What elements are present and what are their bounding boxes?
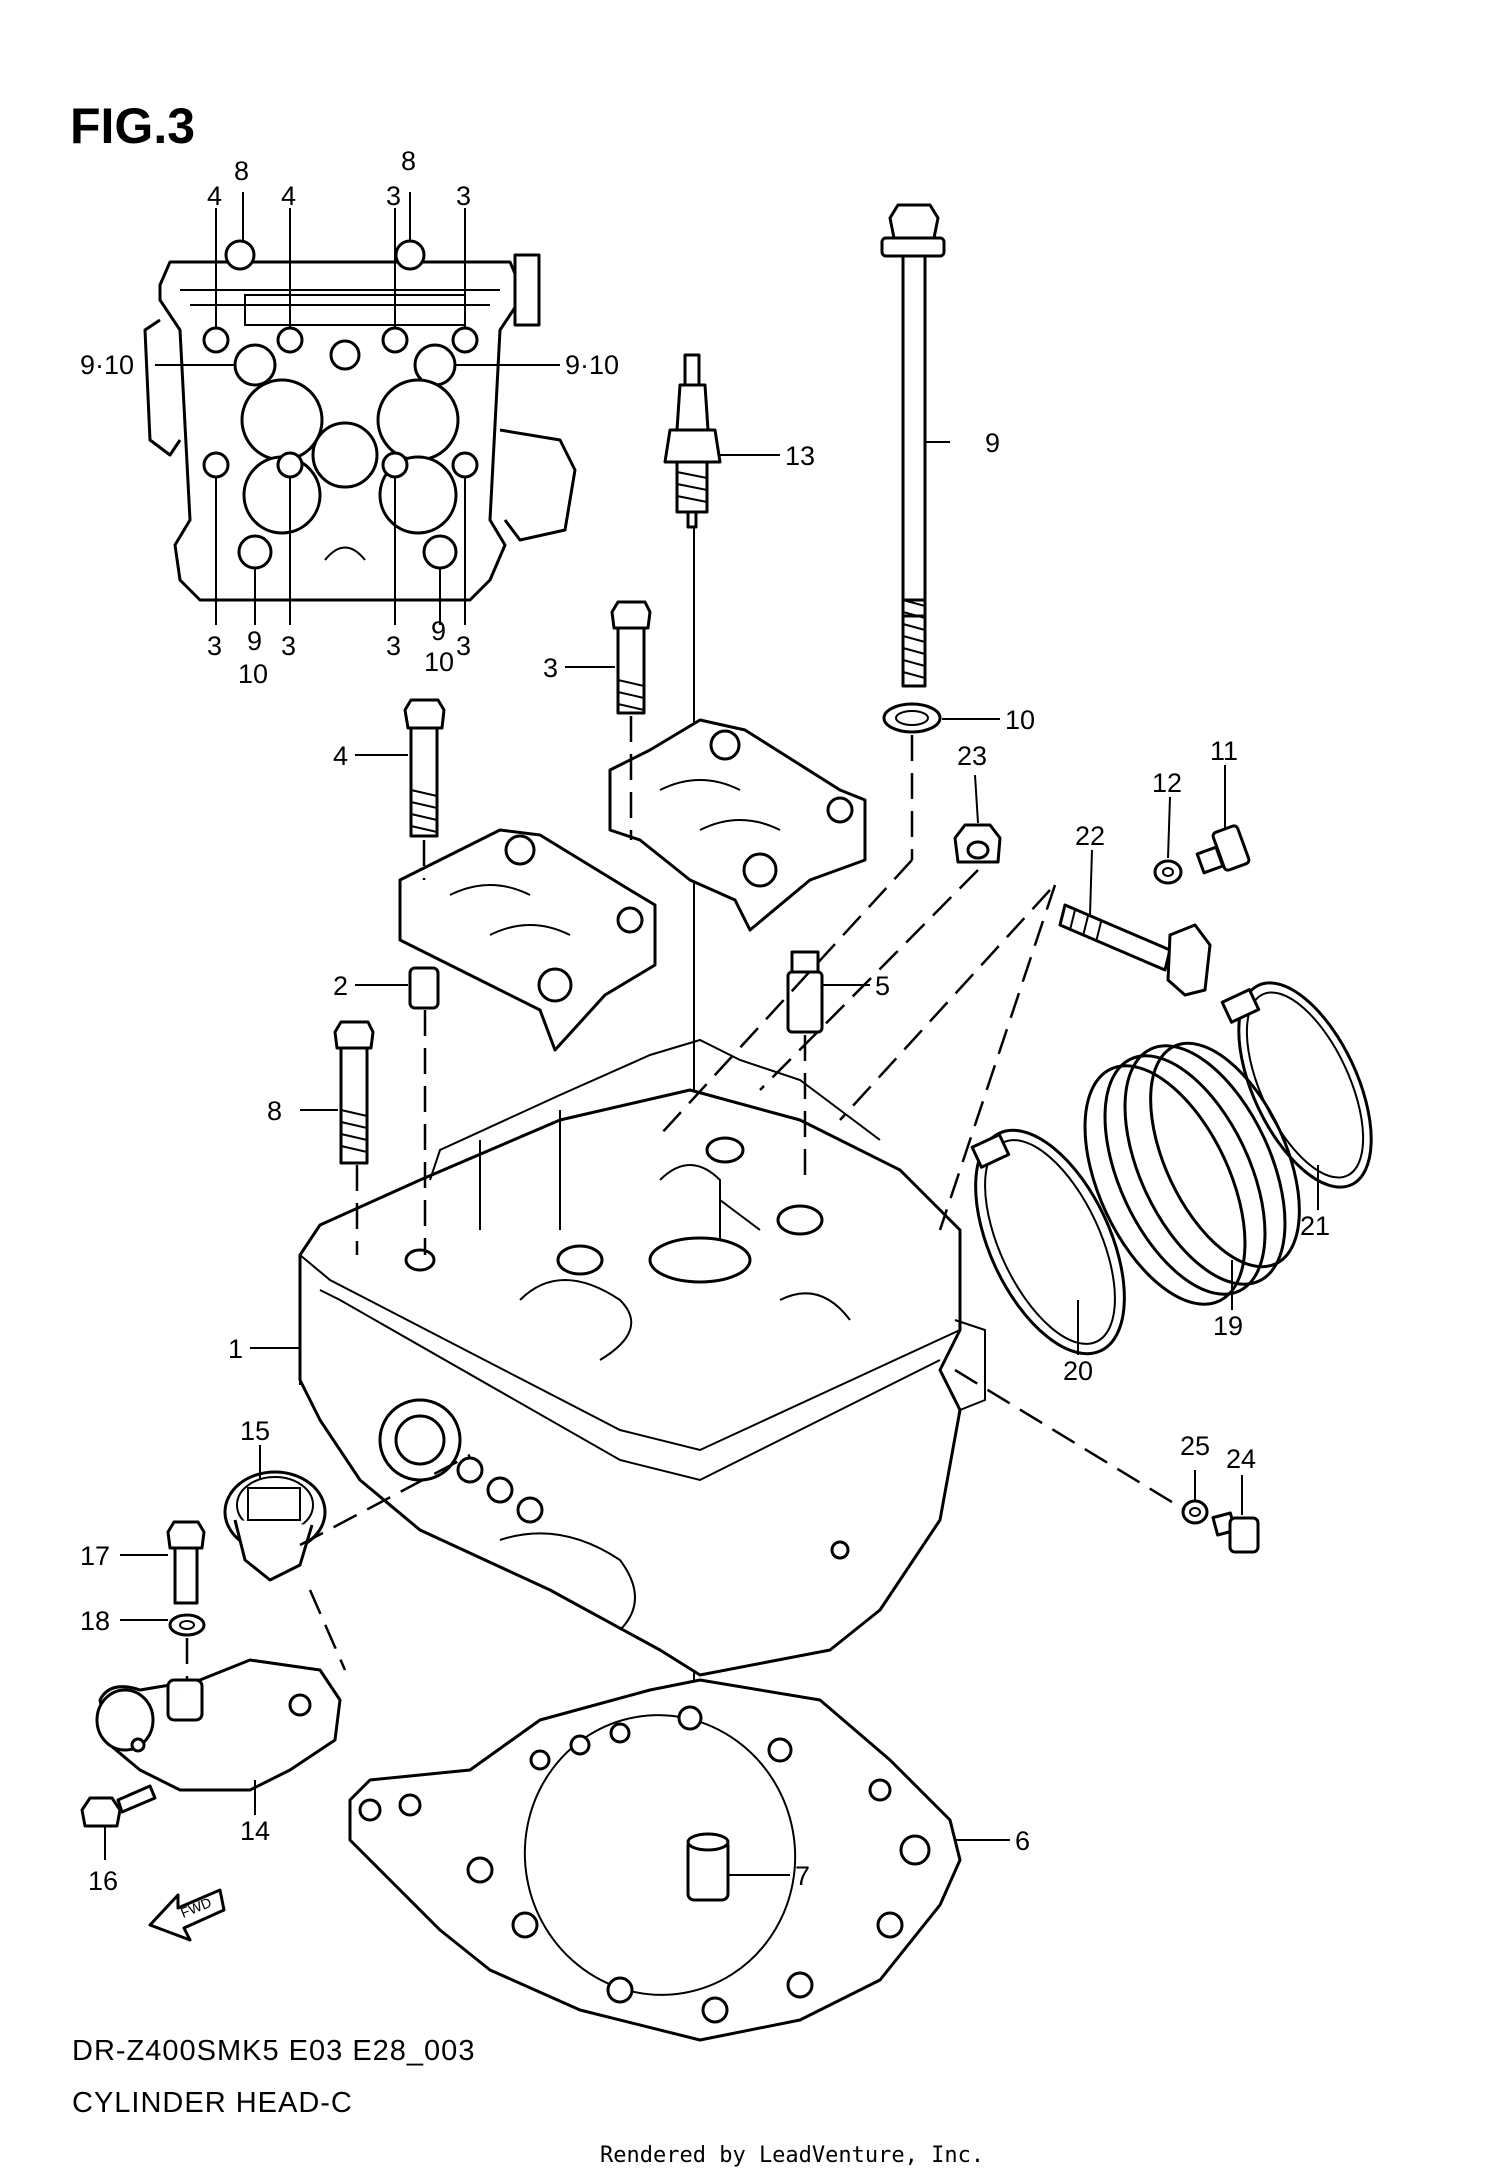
render-credit: Rendered by LeadVenture, Inc. <box>600 2143 984 2168</box>
callout-6: 6 <box>1015 1826 1030 1856</box>
tv-label-9-10-right: 9·10 <box>565 350 619 380</box>
intake-clamp-20 <box>970 1128 1126 1356</box>
tv-label-4-right: 4 <box>281 181 296 211</box>
tv-label-3-bottom-d: 3 <box>456 631 471 661</box>
callout-5: 5 <box>875 971 890 1001</box>
intake-pipe <box>1083 1041 1301 1306</box>
dowel-pin-7 <box>686 1832 730 1902</box>
thermostat-case <box>95 1658 342 1792</box>
callout-9: 9 <box>985 428 1000 458</box>
tv-label-3-top-a: 3 <box>386 181 401 211</box>
camshaft-holder-right <box>608 718 867 932</box>
bolt-16 <box>80 1784 157 1828</box>
tv-label-3-bottom-b: 3 <box>281 631 296 661</box>
callout-1: 1 <box>228 1334 243 1364</box>
callout-24: 24 <box>1226 1444 1256 1474</box>
bolt-3 <box>610 600 652 715</box>
callout-16: 16 <box>88 1866 118 1896</box>
top-view-leader-lines <box>155 192 560 625</box>
callout-8: 8 <box>267 1096 282 1126</box>
callout-2: 2 <box>333 971 348 1001</box>
bolt-4 <box>403 698 446 838</box>
top-view-callouts: 8 8 4 4 3 3 9·10 9·10 3 9 10 3 3 9 10 3 <box>80 146 619 689</box>
thermostat <box>223 1470 327 1582</box>
cylinder-head-top-view <box>143 239 577 602</box>
tv-label-3-top-b: 3 <box>456 181 471 211</box>
tv-label-10-right: 10 <box>424 647 454 677</box>
callout-11: 11 <box>1210 736 1238 766</box>
callout-3: 3 <box>543 653 558 683</box>
tv-label-3-bottom-c: 3 <box>386 631 401 661</box>
callout-14: 14 <box>240 1816 270 1846</box>
intake-clamp-21 <box>1220 981 1373 1189</box>
callout-23: 23 <box>957 741 987 771</box>
callout-4: 4 <box>333 741 348 771</box>
nut-23 <box>953 823 1002 864</box>
tv-label-9-left: 9 <box>247 626 262 656</box>
tv-label-3-bottom-a: 3 <box>207 631 222 661</box>
bolt-8 <box>333 1020 375 1165</box>
part-callouts: 1 2 3 4 5 6 7 8 9 10 11 12 13 14 15 16 1… <box>80 428 1330 1896</box>
washer-18 <box>168 1613 206 1637</box>
tv-label-8-right: 8 <box>401 146 416 176</box>
bolt-24 <box>1211 1511 1260 1554</box>
model-code: DR-Z400SMK5 E03 E28_003 <box>72 2035 475 2067</box>
assembly-lines <box>185 716 1186 1680</box>
washer-25 <box>1181 1499 1209 1525</box>
callout-22: 22 <box>1075 821 1105 851</box>
tv-label-8-left: 8 <box>234 156 249 186</box>
section-name: CYLINDER HEAD-C <box>72 2087 353 2119</box>
bolt-11 <box>1195 824 1251 875</box>
cylinder-head <box>298 1038 986 1677</box>
tv-label-9-right: 9 <box>431 616 446 646</box>
tv-label-9-10-left: 9·10 <box>80 350 134 380</box>
washer-12 <box>1153 859 1183 885</box>
callout-7: 7 <box>795 1861 810 1891</box>
callout-10: 10 <box>1005 705 1035 735</box>
figure-title: FIG.3 <box>70 98 195 154</box>
callout-17: 17 <box>80 1541 110 1571</box>
callout-25: 25 <box>1180 1431 1210 1461</box>
stud-bolt-22 <box>1058 903 1212 997</box>
callout-19: 19 <box>1213 1311 1243 1341</box>
callout-12: 12 <box>1152 768 1182 798</box>
camshaft-holder-left <box>398 828 657 1052</box>
head-bolt-long <box>880 203 946 688</box>
cylinder-head-gasket <box>348 1678 962 2042</box>
washer <box>882 702 942 734</box>
bolt-17 <box>166 1520 206 1605</box>
callout-21: 21 <box>1300 1211 1330 1241</box>
callout-13: 13 <box>785 441 815 471</box>
callout-leaders <box>104 441 1319 1876</box>
fwd-arrow-icon: FWD <box>148 1888 226 1942</box>
tv-label-10-left: 10 <box>238 659 268 689</box>
callout-18: 18 <box>80 1606 110 1636</box>
callout-15: 15 <box>240 1416 270 1446</box>
callout-20: 20 <box>1063 1356 1093 1386</box>
spark-plug <box>663 353 722 529</box>
valve-guide <box>786 950 824 1034</box>
tv-label-4-left: 4 <box>207 181 222 211</box>
dowel-pin <box>408 966 440 1010</box>
